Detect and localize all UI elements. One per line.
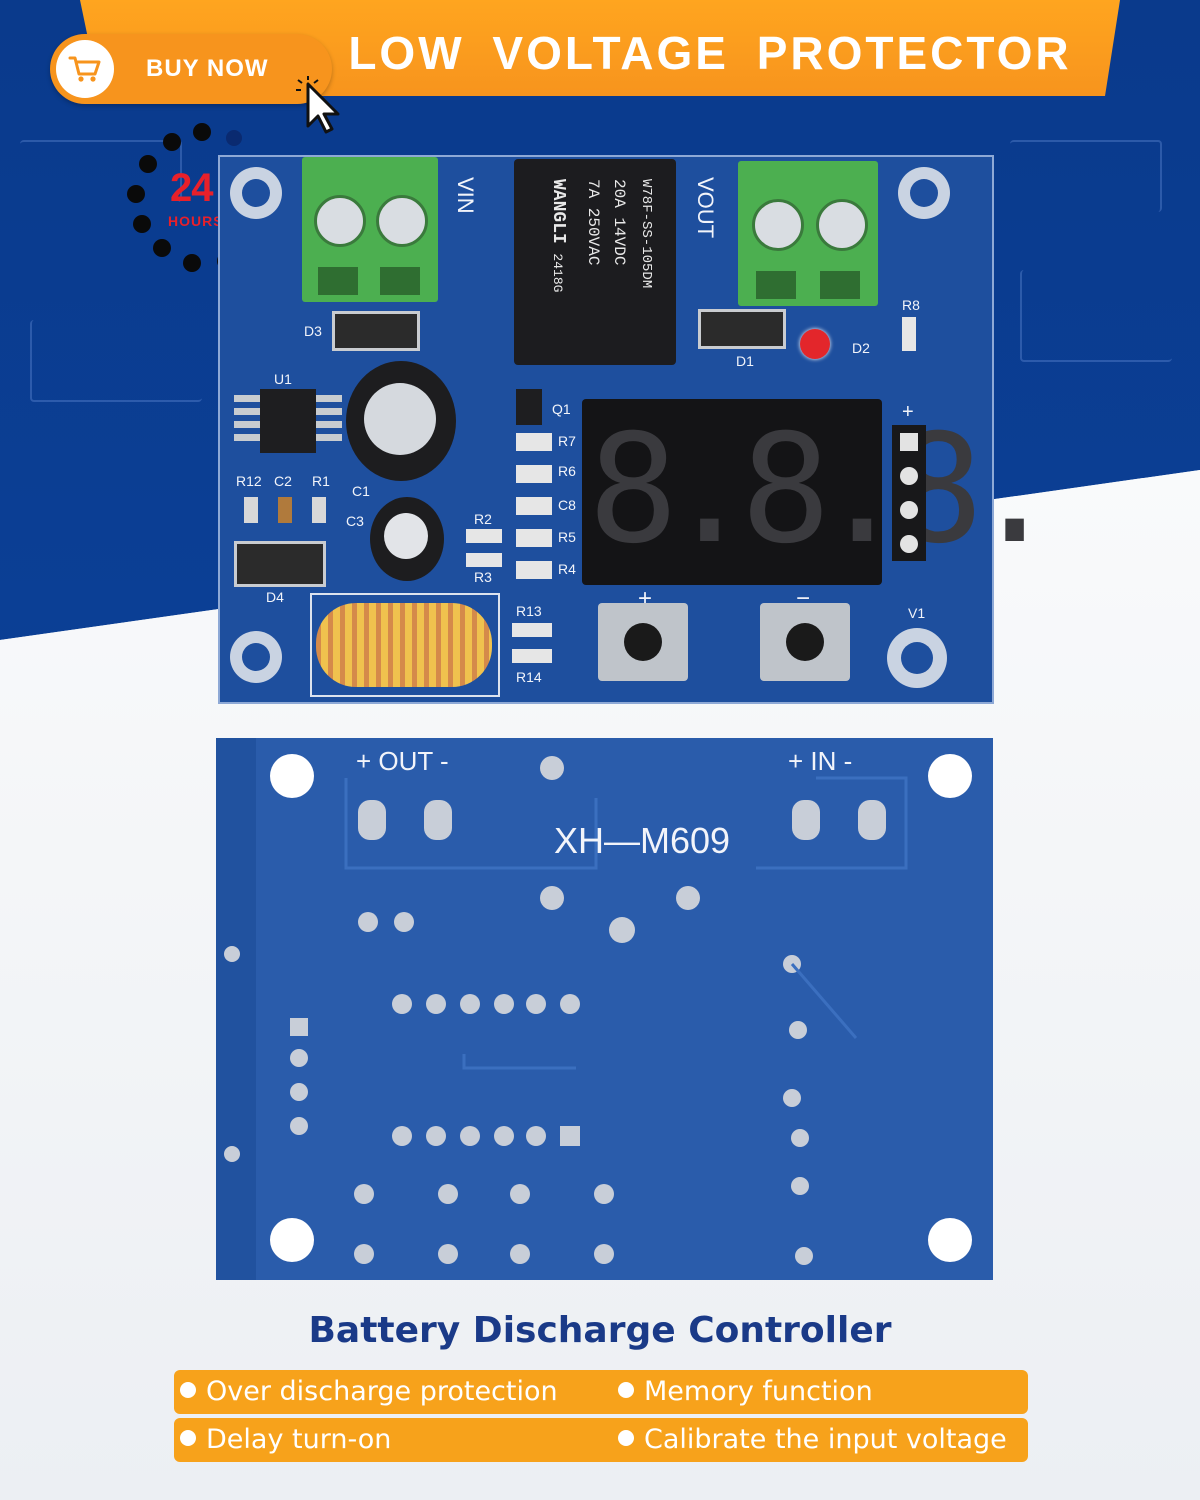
feature-item: Calibrate the input voltage <box>618 1424 1007 1455</box>
display-digits: 8.8.8. <box>588 403 1060 577</box>
badge-number: 24 <box>170 166 213 210</box>
badge-unit: HOURS <box>168 213 224 229</box>
pcb-back: + OUT - + IN - <box>216 738 993 1280</box>
buy-now-label: BUY NOW <box>146 55 269 82</box>
feature-text: Memory function <box>644 1376 873 1407</box>
board-model: XH—M609 <box>554 820 731 861</box>
feature-item: Delay turn-on <box>180 1424 391 1455</box>
seven-segment-display: 8.8.8. <box>582 399 1060 585</box>
label-r6: R6 <box>558 463 576 479</box>
bullet-icon <box>618 1382 634 1398</box>
circuit-trace <box>1010 140 1162 212</box>
smd-column <box>516 433 552 579</box>
feature-row-1: Over discharge protection Memory functio… <box>174 1370 1028 1414</box>
label-r14: R14 <box>516 669 542 685</box>
label-c8: C8 <box>558 497 576 513</box>
page-title: LOW VOLTAGE PROTECTOR <box>348 27 1072 79</box>
label-r5: R5 <box>558 529 576 545</box>
label-r13: R13 <box>516 603 542 619</box>
resistor-r1 <box>312 497 326 523</box>
inductor <box>310 593 500 697</box>
capacitor-c2 <box>278 497 292 523</box>
mounting-hole-icon <box>230 167 282 219</box>
circuit-trace <box>20 140 182 202</box>
relay-rating-1: 7A 250VAC <box>584 179 602 266</box>
vout-label: VOUT <box>693 177 718 239</box>
label-c1: C1 <box>352 483 370 499</box>
circuit-trace <box>30 320 202 402</box>
label-r2: R2 <box>474 511 492 527</box>
diode-d1 <box>698 309 786 349</box>
increase-button[interactable] <box>598 603 688 681</box>
feature-text: Delay turn-on <box>206 1424 392 1455</box>
label-r7: R7 <box>558 433 576 449</box>
label-q1: Q1 <box>552 401 571 417</box>
label-r3: R3 <box>474 569 492 585</box>
pcb-back-pads <box>224 754 972 1265</box>
diode-d4 <box>234 541 326 587</box>
capacitor-c3 <box>370 497 444 581</box>
label-d1: D1 <box>736 353 754 369</box>
vin-label: VIN <box>453 177 478 214</box>
transistor-q1 <box>516 389 542 425</box>
in-label: + IN - <box>788 746 853 776</box>
bullet-icon <box>618 1430 634 1446</box>
relay-rating-2: 20A 14VDC <box>610 179 628 266</box>
circuit-trace <box>1020 270 1172 362</box>
relay-brand: WANGLI <box>548 179 568 244</box>
ic-pins-left <box>234 395 260 447</box>
resistor-r8 <box>902 317 916 351</box>
ic-u1 <box>260 389 316 453</box>
relay-code: 2418G <box>550 253 565 293</box>
resistor-r12 <box>244 497 258 523</box>
feature-row-2: Delay turn-on Calibrate the input voltag… <box>174 1418 1028 1462</box>
relay: WANGLI 2418G 7A 250VAC 20A 14VDC W78F-SS… <box>514 159 676 365</box>
led-d2 <box>800 329 830 359</box>
label-c2: C2 <box>274 473 292 489</box>
pointer-cursor-icon <box>296 76 340 134</box>
label-r1: R1 <box>312 473 330 489</box>
headline: Battery Discharge Controller <box>308 1310 892 1351</box>
label-d4: D4 <box>266 589 284 605</box>
resistor-r13-r14 <box>512 623 552 669</box>
mounting-hole-icon <box>898 167 950 219</box>
label-d2: D2 <box>852 340 870 356</box>
bullet-icon <box>180 1382 196 1398</box>
pin-header <box>892 425 926 561</box>
label-c3: C3 <box>346 513 364 529</box>
feature-text: Over discharge protection <box>206 1376 558 1407</box>
label-r12: R12 <box>236 473 262 489</box>
pcb-front: VIN VOUT WANGLI 2418G 7A 250VAC 20A 14VD… <box>218 155 1060 704</box>
label-r8: R8 <box>902 297 920 313</box>
relay-model: W78F-SS-105DM <box>638 179 654 289</box>
mounting-hole-icon <box>230 631 282 683</box>
feature-text: Calibrate the input voltage <box>644 1424 1007 1455</box>
buy-now-button[interactable]: BUY NOW <box>50 34 332 104</box>
bullet-icon <box>180 1430 196 1446</box>
resistor-r2-r3 <box>466 529 502 567</box>
feature-item: Over discharge protection <box>180 1376 558 1407</box>
decrease-button[interactable] <box>760 603 850 681</box>
label-u1: U1 <box>274 371 292 387</box>
mounting-hole-icon <box>887 628 947 688</box>
diode-d3 <box>332 311 420 351</box>
cart-icon <box>56 40 114 98</box>
label-v1: V1 <box>908 605 926 621</box>
label-r4: R4 <box>558 561 576 577</box>
out-label: + OUT - <box>356 746 449 776</box>
output-terminal <box>738 161 878 306</box>
label-d3: D3 <box>304 323 322 339</box>
feature-item: Memory function <box>618 1376 873 1407</box>
ic-pins-right <box>316 395 342 447</box>
input-terminal <box>302 157 438 302</box>
capacitor-c1 <box>346 361 456 481</box>
label-plus-header: + <box>902 401 914 423</box>
